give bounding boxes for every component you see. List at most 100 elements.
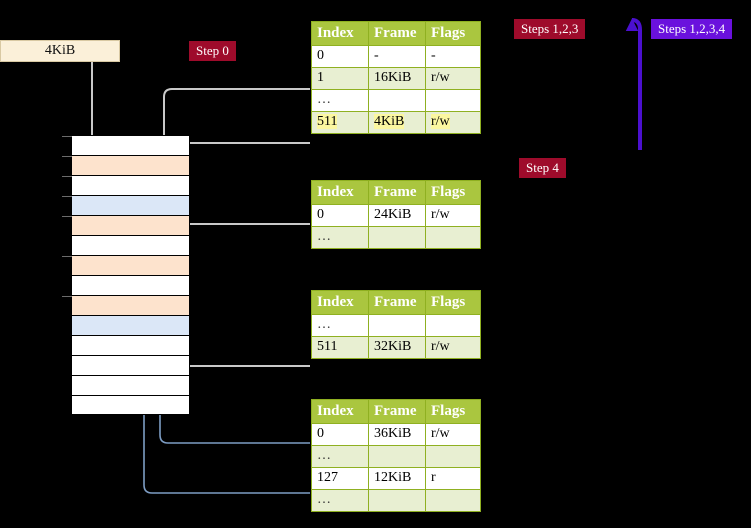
frame-tick-mark — [62, 216, 72, 217]
table-cell: … — [311, 489, 369, 512]
table-cell: 511 — [311, 336, 369, 359]
highlighted-value: 4KiB — [374, 114, 405, 129]
ellipsis: … — [317, 229, 333, 244]
badge-steps-1234: Steps 1,2,3,4 — [651, 19, 733, 39]
table-cell — [425, 445, 481, 468]
frame-tick-mark — [62, 176, 72, 177]
column-header-flags: Flags — [425, 180, 481, 205]
frame-tick-mark — [62, 156, 72, 157]
table-cell — [425, 89, 481, 112]
column-header-flags: Flags — [425, 399, 481, 424]
table-row: … — [311, 226, 481, 249]
column-header-flags: Flags — [425, 290, 481, 315]
frame-tick-mark — [62, 296, 72, 297]
badge-steps-123: Steps 1,2,3 — [514, 19, 586, 39]
highlighted-value: 511 — [317, 114, 338, 129]
memory-frame-row — [71, 395, 190, 415]
memory-frame-row — [71, 235, 190, 255]
table-cell — [425, 226, 481, 249]
table-cell: r/w — [425, 423, 481, 446]
table-row: … — [311, 89, 481, 112]
badge-step-0-label: Step 0 — [196, 43, 229, 58]
table-cell — [368, 314, 426, 337]
table-cell: 0 — [311, 423, 369, 446]
table-cell: 511 — [311, 111, 369, 134]
table-cell: 36KiB — [368, 423, 426, 446]
table-row: … — [311, 489, 481, 512]
table-cell — [368, 89, 426, 112]
badge-step-4: Step 4 — [519, 158, 566, 178]
column-header-index: Index — [311, 399, 369, 424]
table-cell: 0 — [311, 45, 369, 68]
ellipsis: … — [317, 492, 333, 507]
memory-frame-row — [71, 315, 190, 335]
highlighted-value: r/w — [431, 114, 450, 129]
memory-frame-row — [62, 255, 190, 275]
memory-frame-row — [62, 195, 190, 215]
memory-frame-row — [71, 375, 190, 395]
table-cell: 1 — [311, 67, 369, 90]
table-cell: … — [311, 89, 369, 112]
ellipsis: … — [317, 448, 333, 463]
table-cell: 24KiB — [368, 204, 426, 227]
table-cell: 16KiB — [368, 67, 426, 90]
table-cell: - — [425, 45, 481, 68]
table-cell — [425, 314, 481, 337]
size-box-4kib: 4KiB — [0, 40, 120, 62]
badge-steps-123-label: Steps 1,2,3 — [521, 21, 579, 36]
physical-memory-column — [62, 135, 190, 415]
frame-tick-mark — [62, 136, 72, 137]
badge-step-4-label: Step 4 — [526, 160, 559, 175]
table-cell: 0 — [311, 204, 369, 227]
memory-frame-row — [71, 275, 190, 295]
table-cell: … — [311, 314, 369, 337]
table-cell — [425, 489, 481, 512]
table-cell — [368, 489, 426, 512]
frame-tick-mark — [62, 256, 72, 257]
column-header-index: Index — [311, 180, 369, 205]
table-cell: … — [311, 226, 369, 249]
column-header-index: Index — [311, 21, 369, 46]
ellipsis: … — [317, 317, 333, 332]
memory-frame-row — [62, 175, 190, 195]
column-header-flags: Flags — [425, 21, 481, 46]
column-header-frame: Frame — [368, 180, 426, 205]
table-cell: r — [425, 467, 481, 490]
table-cell: - — [368, 45, 426, 68]
ellipsis: … — [317, 92, 333, 107]
table-cell — [368, 226, 426, 249]
memory-frame-row — [71, 335, 190, 355]
table-row: 511 4KiB r/w — [311, 111, 481, 134]
table-cell: r/w — [425, 111, 481, 134]
memory-frame-row — [71, 355, 190, 375]
wire-steps-1234-loop — [625, 18, 642, 150]
column-header-frame: Frame — [368, 399, 426, 424]
memory-frame-row — [62, 215, 190, 235]
column-header-frame: Frame — [368, 290, 426, 315]
badge-step-0: Step 0 — [189, 41, 236, 61]
table-cell: r/w — [425, 67, 481, 90]
table-cell: r/w — [425, 336, 481, 359]
table-row: 0-- — [311, 45, 481, 68]
table-cell: r/w — [425, 204, 481, 227]
table-cell: … — [311, 445, 369, 468]
memory-frame-row — [62, 135, 190, 155]
column-header-index: Index — [311, 290, 369, 315]
memory-frame-row — [62, 155, 190, 175]
size-box-label: 4KiB — [44, 43, 76, 58]
table-row: … — [311, 314, 481, 337]
column-header-frame: Frame — [368, 21, 426, 46]
badge-steps-1234-label: Steps 1,2,3,4 — [658, 21, 726, 36]
table-cell — [368, 445, 426, 468]
table-cell: 127 — [311, 467, 369, 490]
table-cell: 4KiB — [368, 111, 426, 134]
